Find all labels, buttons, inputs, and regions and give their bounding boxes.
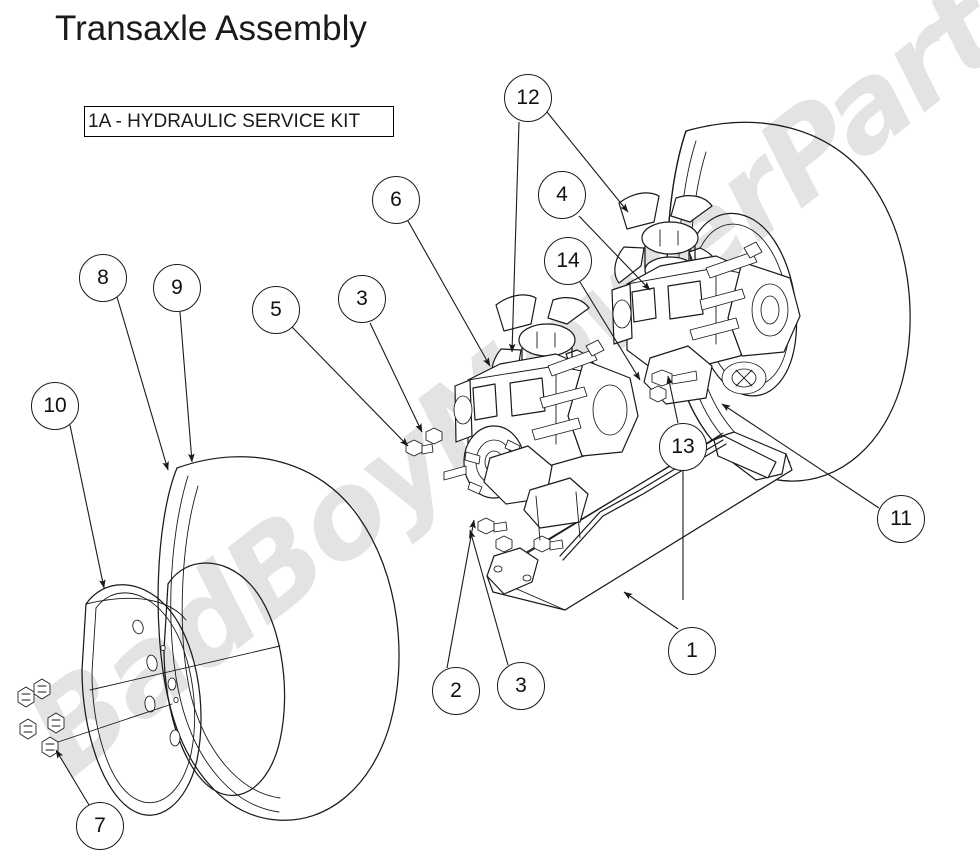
callout-balloon-14[interactable]: 14 bbox=[544, 237, 592, 285]
callout-balloon-5[interactable]: 5 bbox=[252, 286, 300, 334]
wheel-rim bbox=[81, 584, 281, 816]
callout-balloon-13[interactable]: 13 bbox=[659, 423, 707, 471]
hydraulic-service-kit-box: 1A - HYDRAULIC SERVICE KIT bbox=[84, 106, 394, 137]
hardware-center bbox=[405, 427, 581, 553]
callout-number: 9 bbox=[171, 275, 183, 299]
callout-number: 12 bbox=[516, 85, 540, 109]
callout-number: 3 bbox=[356, 286, 368, 310]
callout-balloon-2[interactable]: 2 bbox=[432, 667, 480, 715]
callout-number: 6 bbox=[390, 187, 402, 211]
callout-number: 1 bbox=[686, 638, 698, 662]
callout-balloon-11[interactable]: 11 bbox=[877, 495, 925, 543]
callout-number: 13 bbox=[671, 434, 695, 458]
callout-number: 3 bbox=[515, 673, 527, 697]
lug-nut-set bbox=[17, 678, 173, 758]
callout-balloon-1[interactable]: 1 bbox=[668, 627, 716, 675]
callout-balloon-4[interactable]: 4 bbox=[538, 171, 586, 219]
callout-number: 10 bbox=[43, 393, 67, 417]
callout-balloon-8[interactable]: 8 bbox=[79, 254, 127, 302]
callout-number: 2 bbox=[450, 678, 462, 702]
page-title: Transaxle Assembly bbox=[55, 9, 367, 48]
callout-balloon-12[interactable]: 12 bbox=[504, 74, 552, 122]
hydraulic-service-kit-label: 1A - HYDRAULIC SERVICE KIT bbox=[88, 111, 361, 132]
tire-left bbox=[157, 456, 400, 821]
callout-balloon-3[interactable]: 3 bbox=[338, 275, 386, 323]
callout-number: 14 bbox=[556, 248, 580, 272]
callout-balloon-9[interactable]: 9 bbox=[153, 264, 201, 312]
callout-balloon-3[interactable]: 3 bbox=[497, 662, 545, 710]
leader-lines bbox=[55, 111, 880, 806]
callout-balloon-6[interactable]: 6 bbox=[372, 176, 420, 224]
transaxle-right bbox=[611, 192, 801, 405]
callout-number: 11 bbox=[890, 506, 912, 530]
callout-balloon-7[interactable]: 7 bbox=[76, 802, 124, 850]
callout-number: 8 bbox=[97, 265, 109, 289]
callout-number: 4 bbox=[556, 182, 568, 206]
callout-number: 5 bbox=[270, 297, 282, 321]
transaxle-left bbox=[443, 294, 639, 529]
callout-number: 7 bbox=[94, 813, 106, 837]
callout-balloon-10[interactable]: 10 bbox=[31, 382, 79, 430]
